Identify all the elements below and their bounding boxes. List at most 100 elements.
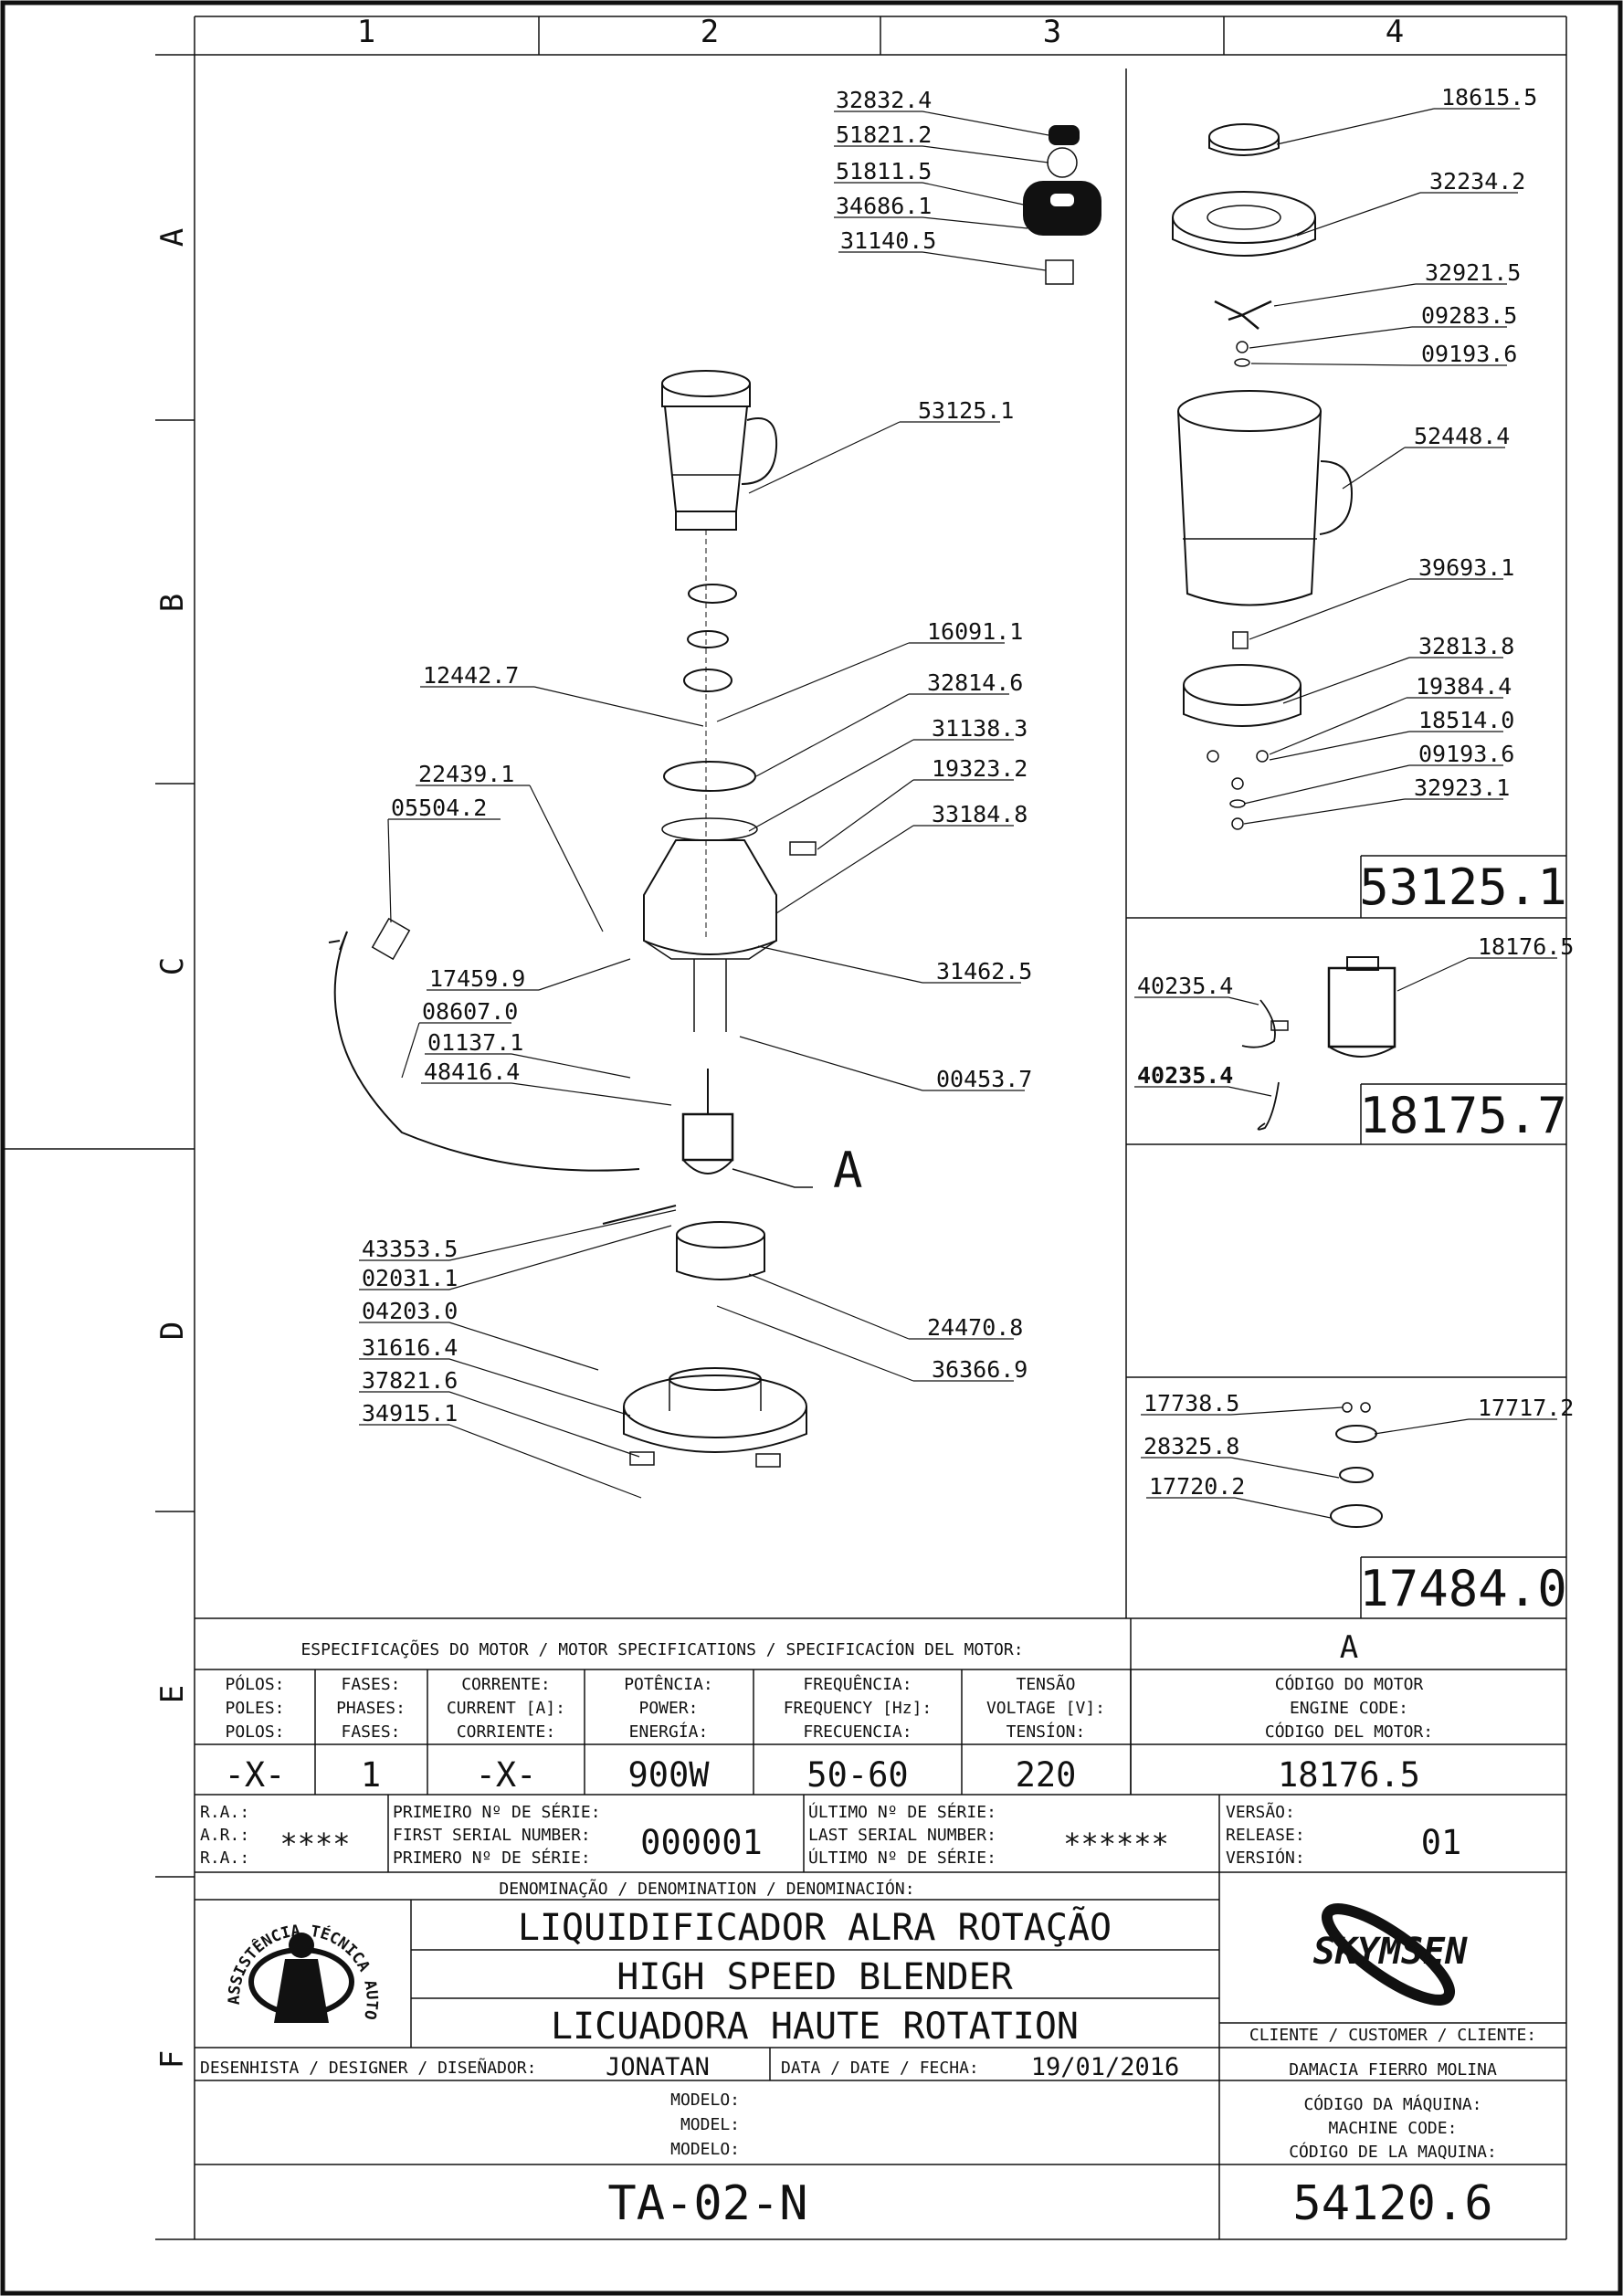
- denomination-line-pt: LIQUIDIFICADOR ALRA ROTAÇÃO: [518, 1905, 1112, 1949]
- first-serial-value: 000001: [640, 1823, 763, 1862]
- svg-text:19384.4: 19384.4: [1416, 673, 1512, 700]
- svg-text:33184.8: 33184.8: [932, 801, 1028, 827]
- top-part-labels: 32832.4 51821.2 51811.5 34686.1 31140.5: [834, 87, 1049, 271]
- customer-label: CLIENTE / CUSTOMER / CLIENTE:: [1249, 2026, 1536, 2045]
- spec-frequency-value: 50-60: [806, 1755, 908, 1795]
- svg-text:02031.1: 02031.1: [362, 1265, 458, 1291]
- svg-text:ÚLTIMO Nº DE SÉRIE:: ÚLTIMO Nº DE SÉRIE:: [808, 1848, 996, 1868]
- svg-text:09193.6: 09193.6: [1421, 341, 1517, 367]
- svg-text:28325.8: 28325.8: [1143, 1433, 1239, 1459]
- svg-text:53125.1: 53125.1: [918, 397, 1014, 424]
- svg-text:ÚLTIMO Nº DE SÉRIE:: ÚLTIMO Nº DE SÉRIE:: [808, 1802, 996, 1822]
- row-label-B: B: [154, 594, 191, 612]
- motor-detail-box: 40235.4 18176.5 40235.4 18175.7: [1126, 933, 1574, 1145]
- coupling-disc-part: [688, 584, 737, 604]
- svg-text:17459.9: 17459.9: [429, 965, 525, 992]
- svg-text:TENSÃO: TENSÃO: [1016, 1674, 1075, 1694]
- denomination-line-es: LICUADORA HAUTE ROTATION: [551, 2006, 1079, 2048]
- svg-text:04203.0: 04203.0: [362, 1298, 458, 1324]
- authorized-service-seal: ASSISTÊNCIA TÉCNICA AUTORIZADA: [0, 0, 381, 2023]
- svg-text:22439.1: 22439.1: [418, 761, 514, 787]
- customer-value: DAMACIA FIERRO MOLINA: [1289, 2060, 1497, 2080]
- svg-text:SKYMSEN: SKYMSEN: [1313, 1931, 1468, 1973]
- svg-text:34686.1: 34686.1: [836, 193, 932, 219]
- version-value: 01: [1421, 1823, 1462, 1862]
- motor-part: [681, 1069, 734, 1174]
- spec-current-value: -X-: [476, 1755, 537, 1795]
- main-exploded-view: A 32832.4 51821.2 51811.5: [328, 87, 1101, 1499]
- svg-text:LAST SERIAL NUMBER:: LAST SERIAL NUMBER:: [808, 1826, 996, 1845]
- svg-text:18176.5: 18176.5: [1478, 933, 1574, 960]
- svg-text:ENERGÍA:: ENERGÍA:: [629, 1722, 709, 1742]
- svg-text:32814.6: 32814.6: [927, 669, 1023, 696]
- svg-text:00453.7: 00453.7: [936, 1066, 1032, 1092]
- svg-text:PRIMERO Nº DE SÉRIE:: PRIMERO Nº DE SÉRIE:: [393, 1848, 591, 1868]
- svg-text:32234.2: 32234.2: [1429, 168, 1525, 195]
- svg-text:31616.4: 31616.4: [362, 1334, 458, 1361]
- blender-base-part: [623, 1367, 807, 1468]
- svg-text:VOLTAGE [V]:: VOLTAGE [V]:: [986, 1699, 1105, 1718]
- date-label: DATA / DATE / FECHA:: [781, 2059, 979, 2078]
- ra-value: ****: [279, 1827, 350, 1861]
- svg-text:PÓLOS:: PÓLOS:: [225, 1674, 284, 1694]
- row-label-C: C: [154, 957, 191, 975]
- coupling-detail-box: 17738.5 17717.2 28325.8 17720.2 17484.0: [1126, 1376, 1574, 1618]
- svg-text:PRIMEIRO Nº DE SÉRIE:: PRIMEIRO Nº DE SÉRIE:: [393, 1802, 601, 1822]
- svg-text:A.R.:: A.R.:: [200, 1826, 249, 1845]
- svg-text:40235.4: 40235.4: [1137, 1062, 1233, 1089]
- spec-voltage-value: 220: [1016, 1755, 1077, 1795]
- coupling-kit-code: 17484.0: [1359, 1560, 1567, 1617]
- date-value: 19/01/2016: [1031, 2053, 1180, 2081]
- svg-text:43353.5: 43353.5: [362, 1236, 458, 1262]
- svg-text:31462.5: 31462.5: [936, 958, 1032, 985]
- right-part-labels: 53125.1 16091.1 32814.6 31138.3 19323.2 …: [716, 397, 1032, 1383]
- power-cable-part: [333, 931, 640, 1172]
- svg-text:CÓDIGO DO MOTOR: CÓDIGO DO MOTOR: [1275, 1674, 1424, 1694]
- svg-text:POLOS:: POLOS:: [225, 1722, 284, 1742]
- svg-text:MACHINE CODE:: MACHINE CODE:: [1329, 2119, 1458, 2138]
- assembly-callout-label: A: [833, 1142, 863, 1199]
- motor-specs-title: ESPECIFICAÇÕES DO MOTOR / MOTOR SPECIFIC…: [300, 1639, 1023, 1659]
- svg-text:31140.5: 31140.5: [840, 227, 936, 254]
- denomination-line-en: HIGH SPEED BLENDER: [617, 1956, 1013, 1998]
- svg-text:R.A.:: R.A.:: [200, 1848, 249, 1868]
- designer-value: JONATAN: [606, 2053, 710, 2081]
- gear-washer-part: [1047, 147, 1078, 178]
- switch-part: [1045, 259, 1074, 285]
- spec-engine-code-value: 18176.5: [1278, 1755, 1420, 1795]
- svg-text:18514.0: 18514.0: [1418, 707, 1514, 733]
- svg-text:POLES:: POLES:: [225, 1699, 284, 1718]
- svg-text:51821.2: 51821.2: [836, 121, 932, 148]
- row-label-A: A: [154, 228, 191, 247]
- svg-text:17720.2: 17720.2: [1149, 1473, 1245, 1500]
- motor-kit-code: 18175.7: [1359, 1087, 1567, 1144]
- row-label-D: D: [154, 1322, 191, 1340]
- column-label-1: 1: [357, 14, 375, 50]
- svg-text:CURRENT [A]:: CURRENT [A]:: [447, 1699, 565, 1718]
- column-label-4: 4: [1386, 14, 1404, 50]
- spec-poles-value: -X-: [225, 1755, 286, 1795]
- svg-text:TENSÍON:: TENSÍON:: [1006, 1722, 1086, 1742]
- svg-text:MODEL:: MODEL:: [680, 2115, 740, 2134]
- svg-text:RELEASE:: RELEASE:: [1226, 1826, 1305, 1845]
- svg-text:17717.2: 17717.2: [1478, 1395, 1574, 1421]
- denomination-label: DENOMINAÇÃO / DENOMINATION / DENOMINACIÓ…: [499, 1879, 914, 1899]
- svg-text:VERSÃO:: VERSÃO:: [1226, 1802, 1295, 1822]
- skymsen-brand-logo: SKYMSEN: [1313, 1903, 1468, 2006]
- svg-text:FIRST SERIAL NUMBER:: FIRST SERIAL NUMBER:: [393, 1826, 591, 1845]
- svg-text:PHASES:: PHASES:: [336, 1699, 406, 1718]
- svg-text:09283.5: 09283.5: [1421, 302, 1517, 329]
- svg-text:FREQUÊNCIA:: FREQUÊNCIA:: [803, 1674, 912, 1694]
- motor-housing-assembly: [643, 761, 817, 1032]
- svg-text:05504.2: 05504.2: [391, 795, 487, 821]
- jar-kit-code: 53125.1: [1359, 858, 1567, 916]
- svg-text:FRECUENCIA:: FRECUENCIA:: [803, 1722, 912, 1742]
- svg-text:POWER:: POWER:: [638, 1699, 698, 1718]
- machine-code-value: 54120.6: [1292, 2176, 1492, 2231]
- motor-specs-letter: A: [1340, 1629, 1358, 1666]
- svg-text:CORRENTE:: CORRENTE:: [461, 1675, 551, 1694]
- svg-text:CÓDIGO DEL MOTOR:: CÓDIGO DEL MOTOR:: [1265, 1722, 1433, 1742]
- svg-text:ASSISTÊNCIA TÉCNICA AUTORIZADA: ASSISTÊNCIA TÉCNICA AUTORIZADA: [0, 0, 381, 2021]
